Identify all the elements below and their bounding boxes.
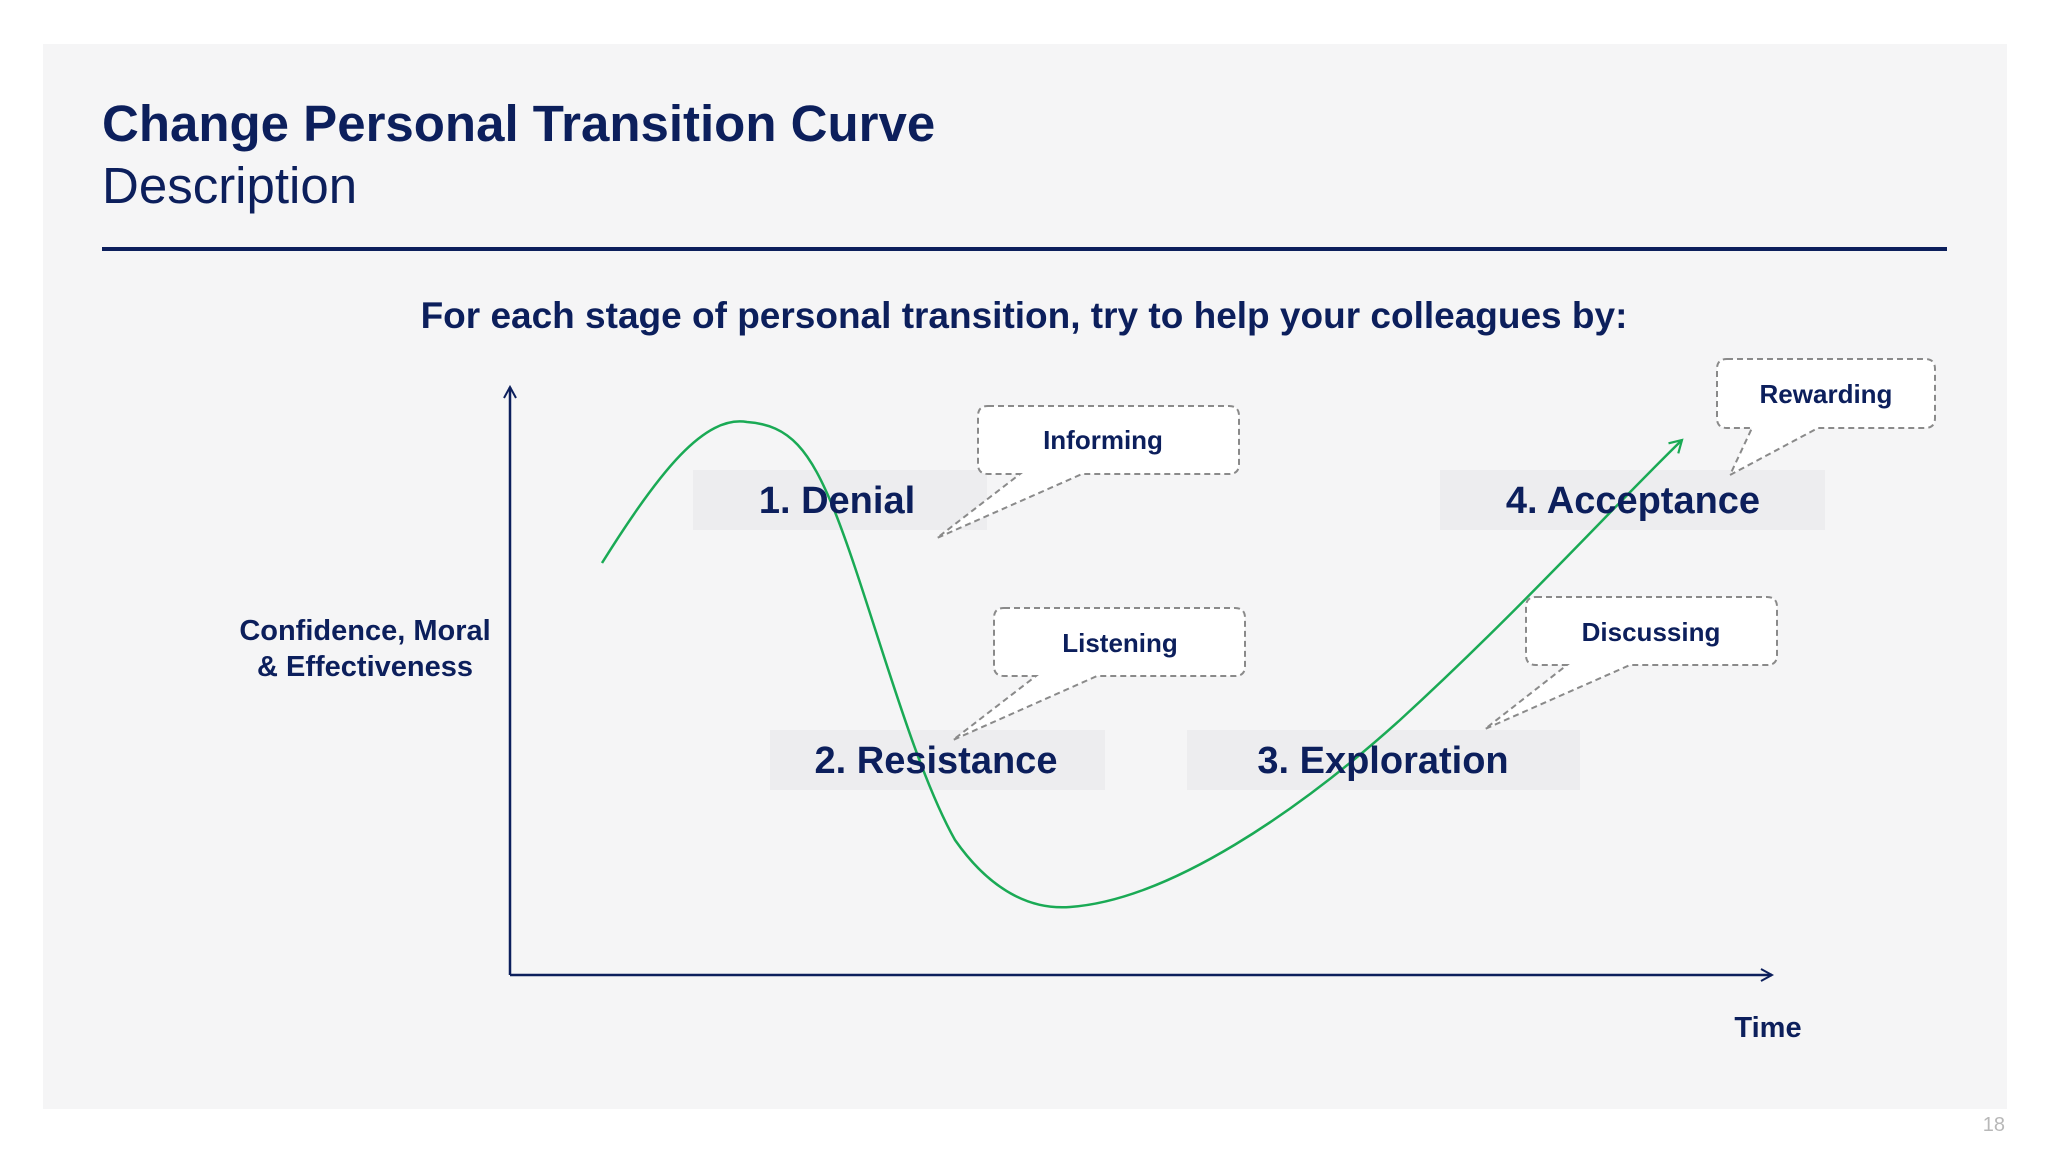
- transition-curve: [600, 420, 1684, 909]
- stage-label-exploration: 3. Exploration: [1257, 740, 1508, 782]
- callout-label-discussing: Discussing: [1582, 617, 1721, 647]
- x-axis-label: Time: [1734, 1012, 1801, 1044]
- slide-background: [43, 44, 2007, 1109]
- callout-label-rewarding: Rewarding: [1760, 379, 1893, 409]
- page-number: 18: [1982, 1114, 2005, 1136]
- stage-band-acceptance: [1440, 470, 1825, 530]
- slide-title: Change Personal Transition Curve: [102, 95, 936, 152]
- callout-discussing: Discussing: [1484, 596, 1778, 730]
- callout-label-informing: Informing: [1043, 425, 1163, 455]
- callout-informing: Informing: [936, 405, 1240, 539]
- intro-text: For each stage of personal transition, t…: [420, 295, 1628, 336]
- stage-label-denial: 1. Denial: [759, 480, 915, 522]
- slide-subtitle: Description: [102, 157, 358, 214]
- callout-label-listening: Listening: [1062, 628, 1178, 658]
- callout-rewarding: Rewarding: [1716, 358, 1936, 478]
- y-axis-label-line1: Confidence, Moral: [239, 615, 490, 647]
- stage-label-acceptance: 4. Acceptance: [1506, 480, 1760, 522]
- title-divider: [102, 247, 1947, 251]
- callout-listening: Listening: [952, 607, 1246, 741]
- y-axis-label-line2: & Effectiveness: [257, 651, 473, 683]
- stage-band-resistance: [770, 730, 1105, 790]
- stage-label-resistance: 2. Resistance: [815, 740, 1058, 782]
- stage-band-exploration: [1187, 730, 1580, 790]
- stage-band-denial: [693, 470, 987, 530]
